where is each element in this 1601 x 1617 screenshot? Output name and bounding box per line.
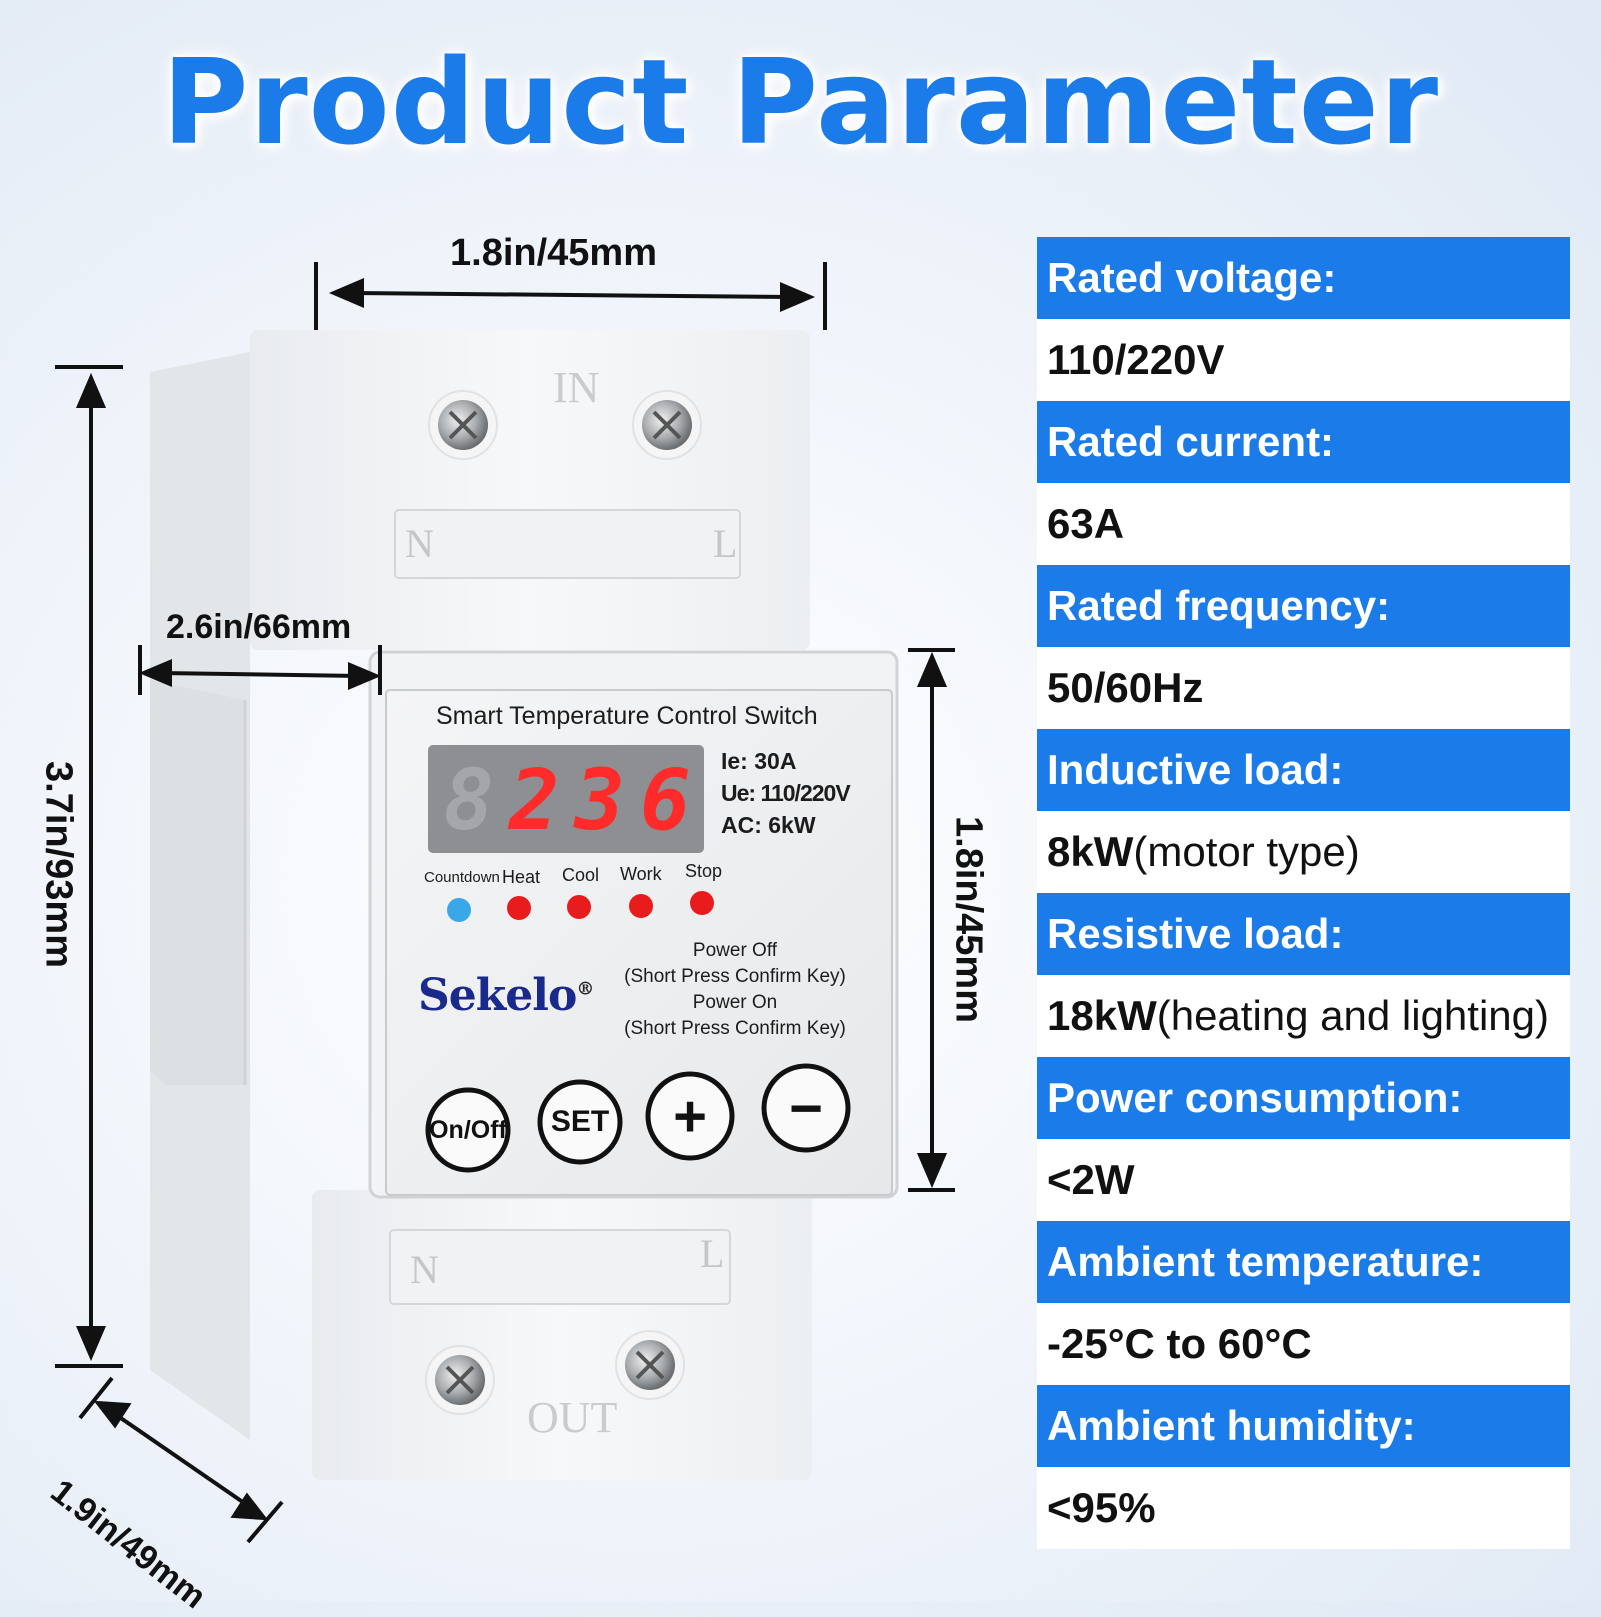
spec-label-resistive-load: Resistive load: bbox=[1037, 893, 1570, 975]
spec-label-rated-voltage: Rated voltage: bbox=[1037, 237, 1570, 319]
onoff-button-shape bbox=[425, 1087, 511, 1173]
display-digit: 2 bbox=[508, 751, 560, 849]
plus-button[interactable]: + bbox=[648, 1074, 732, 1158]
terminal-n-label-bottom: N bbox=[410, 1247, 439, 1292]
power-instructions: Power Off (Short Press Confirm Key) Powe… bbox=[620, 938, 850, 1042]
set-button[interactable]: SET bbox=[540, 1082, 620, 1162]
plus-button-shape bbox=[645, 1071, 735, 1161]
dimension-lines bbox=[55, 262, 955, 1544]
panel-title: Smart Temperature Control Switch bbox=[436, 702, 818, 730]
terminal-in-label: IN bbox=[553, 363, 600, 412]
indicator-label-heat: Heat bbox=[502, 867, 541, 887]
terminal-l-label-top: L bbox=[713, 521, 738, 566]
onoff-button-label: On/Off bbox=[429, 1115, 507, 1144]
dim-side-depth: 2.6in/66mm bbox=[166, 608, 352, 646]
spec-value-resistive-load: 18kW(heating and lighting) bbox=[1037, 975, 1570, 1057]
minus-button-shape bbox=[761, 1063, 851, 1153]
spec-label-ambient-temperature: Ambient temperature: bbox=[1037, 1221, 1570, 1303]
rating-ue: Ue: 110/220V bbox=[721, 780, 851, 806]
rating-ie: Ie: 30A bbox=[721, 748, 797, 774]
stop-led bbox=[690, 891, 714, 915]
countdown-led bbox=[447, 898, 471, 922]
din-rail-switch bbox=[55, 262, 955, 1544]
brand-mark: ® bbox=[576, 978, 594, 1000]
display-digits: 8 2 3 6 bbox=[436, 751, 698, 849]
device-illustration: IN N L N L OUT Smart Temperature Control… bbox=[55, 262, 955, 1544]
instruction-line: Power On bbox=[692, 992, 778, 1013]
screw-icon bbox=[632, 390, 702, 460]
spec-value: <95% bbox=[1047, 1484, 1156, 1531]
spec-label-rated-current: Rated current: bbox=[1037, 401, 1570, 483]
display-digit: 8 bbox=[443, 751, 495, 849]
spec-value-rated-frequency: 50/60Hz bbox=[1037, 647, 1570, 729]
plus-icon: + bbox=[673, 1083, 707, 1149]
spec-label-ambient-humidity: Ambient humidity: bbox=[1037, 1385, 1570, 1467]
spec-label-inductive-load: Inductive load: bbox=[1037, 729, 1570, 811]
indicator-label-countdown: Countdown bbox=[424, 869, 500, 886]
spec-note: (heating and lighting) bbox=[1156, 992, 1549, 1039]
indicator-label-stop: Stop bbox=[685, 861, 723, 881]
dim-total-height: 3.7in/93mm bbox=[37, 761, 80, 968]
bottom-terminal-cover bbox=[389, 1229, 731, 1305]
set-button-shape bbox=[537, 1079, 623, 1165]
onoff-button[interactable]: On/Off bbox=[428, 1090, 508, 1170]
cool-led bbox=[567, 895, 591, 919]
spec-value: 8kW bbox=[1047, 828, 1134, 875]
spec-value: -25°C to 60°C bbox=[1047, 1320, 1312, 1367]
terminal-out-label: OUT bbox=[527, 1393, 618, 1442]
set-button-label: SET bbox=[550, 1105, 610, 1138]
led-display bbox=[428, 745, 704, 853]
display-digit: 6 bbox=[639, 751, 691, 849]
dim-top-width: 1.8in/45mm bbox=[450, 232, 657, 274]
spec-value-ambient-temperature: -25°C to 60°C bbox=[1037, 1303, 1570, 1385]
page-title: Product Parameter bbox=[161, 33, 1440, 171]
spec-value: 63A bbox=[1047, 500, 1125, 547]
spec-label-rated-frequency: Rated frequency: bbox=[1037, 565, 1570, 647]
instruction-line: (Short Press Confirm Key) bbox=[624, 966, 846, 987]
instruction-line: Power Off bbox=[692, 940, 778, 961]
upper-body bbox=[250, 330, 810, 650]
spec-value-rated-voltage: 110/220V bbox=[1037, 319, 1570, 401]
spec-value: <2W bbox=[1047, 1156, 1135, 1203]
minus-button[interactable]: − bbox=[764, 1066, 848, 1150]
instruction-line: (Short Press Confirm Key) bbox=[624, 1018, 846, 1039]
spec-value-power-consumption: <2W bbox=[1037, 1139, 1570, 1221]
indicator-label-cool: Cool bbox=[562, 865, 600, 885]
top-terminal-cover bbox=[394, 509, 741, 579]
brand-name: Sekelo bbox=[418, 970, 577, 1021]
spec-value-inductive-load: 8kW(motor type) bbox=[1037, 811, 1570, 893]
minus-icon: − bbox=[789, 1075, 823, 1141]
terminal-n-label-top: N bbox=[405, 521, 434, 566]
dim-front-height: 1.8in/45mm bbox=[947, 816, 990, 1023]
spec-value: 50/60Hz bbox=[1047, 664, 1204, 711]
heat-led bbox=[507, 896, 531, 920]
spec-label-power-consumption: Power consumption: bbox=[1037, 1057, 1570, 1139]
spec-value: 110/220V bbox=[1047, 336, 1225, 383]
screw-icon bbox=[425, 1345, 495, 1415]
spec-value-rated-current: 63A bbox=[1037, 483, 1570, 565]
spec-value: 18kW bbox=[1047, 992, 1157, 1039]
screw-icon bbox=[428, 390, 498, 460]
terminal-l-label-bottom: L bbox=[700, 1231, 725, 1276]
work-led bbox=[629, 894, 653, 918]
display-digit: 3 bbox=[574, 751, 626, 849]
spec-panel: Rated voltage: 110/220V Rated current: 6… bbox=[1037, 237, 1570, 1549]
spec-note: (motor type) bbox=[1133, 828, 1360, 875]
brand-logo: Sekelo® bbox=[418, 970, 594, 1021]
spec-value-ambient-humidity: <95% bbox=[1037, 1467, 1570, 1549]
rating-ac: AC: 6kW bbox=[721, 812, 816, 838]
screw-icon bbox=[615, 1330, 685, 1400]
indicator-label-work: Work bbox=[620, 864, 662, 884]
